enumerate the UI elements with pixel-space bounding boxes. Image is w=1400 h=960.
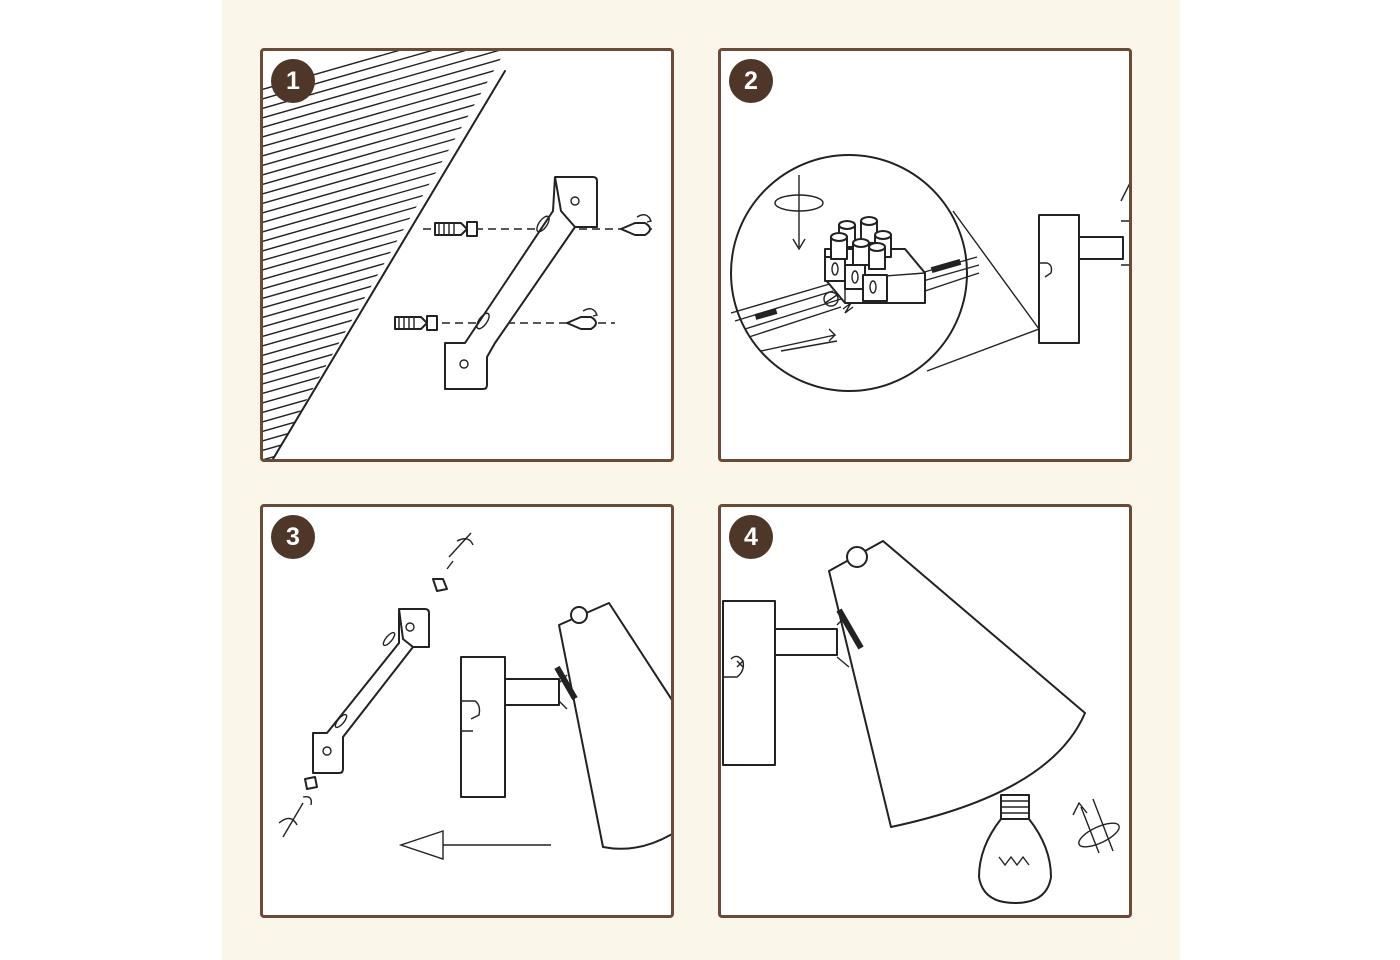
step-2-badge: 2 <box>729 59 773 103</box>
hatch-line <box>263 80 505 163</box>
lamp-shade-icon <box>554 602 671 850</box>
screwdriver-icon <box>823 291 854 314</box>
hatch-line <box>263 175 505 258</box>
wire-icon <box>730 256 980 338</box>
lamp-base-icon <box>722 600 850 766</box>
wall-hatch-icon <box>263 51 505 459</box>
hatch-line <box>263 232 505 315</box>
wall-edge <box>272 70 506 459</box>
hatch-line <box>263 90 505 172</box>
hatch-line <box>263 194 505 277</box>
step-3-badge: 3 <box>271 515 315 559</box>
step-1-panel: 1 <box>260 48 674 462</box>
hatch-line <box>263 52 505 134</box>
lamp-base-icon <box>1038 183 1129 344</box>
screw-icon <box>620 214 653 236</box>
screw-icon <box>278 776 318 838</box>
hatch-line <box>263 422 505 459</box>
lamp-shade-icon <box>828 540 1086 828</box>
hatch-line <box>263 384 505 459</box>
hatch-line <box>263 185 505 267</box>
hatch-line <box>263 242 505 324</box>
hatch-line <box>263 156 505 239</box>
hatch-line <box>263 403 505 459</box>
hatch-line <box>263 223 505 305</box>
hatch-line <box>263 204 505 286</box>
bracket-icon <box>312 608 430 774</box>
hatch-line <box>263 109 505 191</box>
hatch-line <box>263 394 505 459</box>
step-4-badge: 4 <box>729 515 773 559</box>
push-arrow-icon <box>760 328 838 352</box>
step-4-panel: 4 <box>718 504 1132 918</box>
hatch-line <box>263 147 505 229</box>
step-3-panel: 3 <box>260 504 674 918</box>
hatch-line <box>263 99 505 182</box>
hatch-line <box>263 61 505 144</box>
hatch-line <box>263 213 505 296</box>
bracket-icon <box>444 176 598 390</box>
step-2-panel: 2 <box>718 48 1132 462</box>
terminal-block-icon <box>824 216 926 304</box>
rotate-icon <box>774 175 824 251</box>
hatch-line <box>263 71 505 153</box>
screw-icon <box>432 532 474 592</box>
step-3-illustration <box>278 532 671 860</box>
step-2-illustration <box>730 154 1129 392</box>
wall-plug-icon <box>434 221 478 237</box>
hatch-line <box>263 413 505 459</box>
step-4-illustration <box>722 540 1120 904</box>
bulb-icon <box>978 794 1052 904</box>
step-1-badge: 1 <box>271 59 315 103</box>
arrow-left-icon <box>398 830 551 860</box>
hatch-line <box>263 128 505 210</box>
lamp-base-icon <box>460 656 568 798</box>
zoom-pointer <box>926 210 1041 372</box>
hatch-line <box>263 166 505 248</box>
hatch-line <box>263 51 505 125</box>
hatch-line <box>263 137 505 220</box>
screw-icon <box>566 308 599 330</box>
detail-zoom-circle <box>730 154 968 392</box>
step-1-illustration <box>263 51 655 459</box>
rotate-icon <box>1072 798 1120 854</box>
wall-plug-icon <box>394 315 438 331</box>
hatch-line <box>263 118 505 201</box>
